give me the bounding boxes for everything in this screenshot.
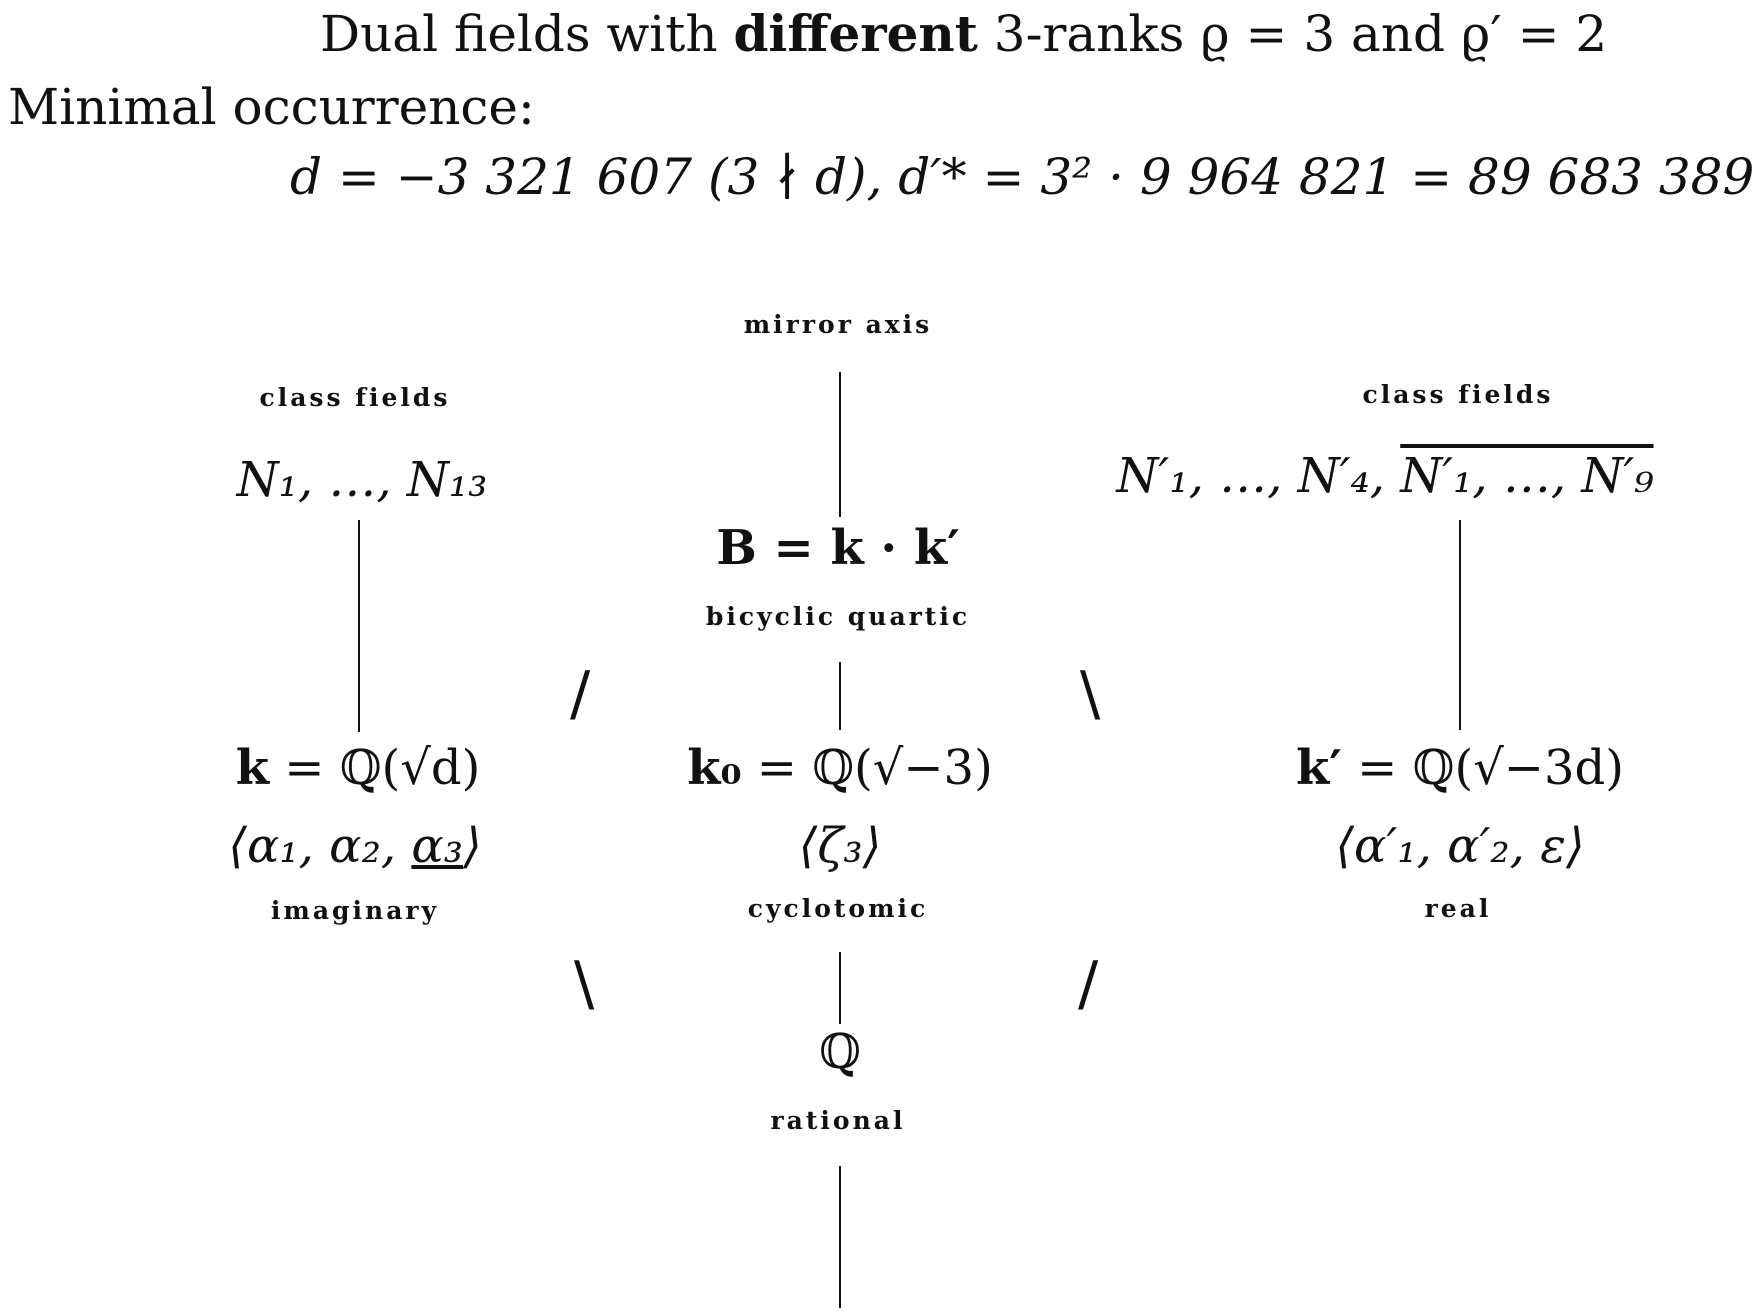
field-k: k = ℚ(√d) xyxy=(236,740,481,796)
minimal-occurrence-label: Minimal occurrence: xyxy=(8,78,535,136)
field-kp-definition: = ℚ(√−3d) xyxy=(1341,740,1624,796)
field-k0-label: cyclotomic xyxy=(747,894,929,923)
discriminant-formula: d = −3 321 607 (3 ∤ d), d′* = 3² · 9 964… xyxy=(290,148,1754,206)
edge-B-k: / xyxy=(570,659,591,729)
mirror-axis-label: mirror axis xyxy=(743,310,933,339)
formula-d: d = −3 321 607 (3 ∤ d), xyxy=(290,148,883,206)
mirror-axis-line-bottom xyxy=(839,1166,841,1308)
field-kp-units: ⟨α′₁, α′₂, ε⟩ xyxy=(1335,818,1585,874)
edge-B-kp: \ xyxy=(1080,659,1101,729)
field-k-units-start: ⟨α₁, α₂, xyxy=(228,818,412,874)
title-prefix: Dual fields with xyxy=(320,5,734,63)
title-suffix: 3-ranks ϱ = 3 and ϱ′ = 2 xyxy=(977,5,1608,63)
class-fields-right-plain: N′₁, …, N′₄, xyxy=(1116,448,1401,504)
class-fields-left: N₁, …, N₁₃ xyxy=(236,452,488,508)
field-kp-name: k′ xyxy=(1296,740,1342,796)
field-k-units-end: ⟩ xyxy=(463,818,482,874)
class-fields-right: N′₁, …, N′₄, N′₁, …, N′₉ xyxy=(1116,448,1653,504)
field-Q-label: rational xyxy=(770,1106,906,1135)
formula-dstar: d′* = 3² · 9 964 821 = 89 683 389 xyxy=(898,148,1755,206)
class-fields-right-overline: N′₁, …, N′₉ xyxy=(1400,448,1654,504)
field-k0-units: ⟨ζ₃⟩ xyxy=(798,818,882,874)
field-k-name: k xyxy=(235,740,269,796)
class-fields-left-label: class fields xyxy=(259,383,451,412)
field-k0-name: k₀ xyxy=(687,740,742,796)
edge-k-Q: \ xyxy=(574,949,595,1019)
bicyclic-field-B: B = k · k′ xyxy=(716,520,960,576)
edge-Nleft-k xyxy=(358,520,360,732)
class-fields-right-label: class fields xyxy=(1362,380,1554,409)
field-k0-definition: = ℚ(√−3) xyxy=(741,740,993,796)
field-Q: ℚ xyxy=(819,1024,861,1080)
field-kp: k′ = ℚ(√−3d) xyxy=(1296,740,1624,796)
field-k0: k₀ = ℚ(√−3) xyxy=(687,740,993,796)
edge-Nright-kp xyxy=(1459,520,1461,730)
field-k-units: ⟨α₁, α₂, α₃⟩ xyxy=(228,818,481,874)
field-kp-label: real xyxy=(1424,894,1492,923)
edge-k0-Q xyxy=(839,952,841,1024)
field-k-label: imaginary xyxy=(270,896,440,925)
bicyclic-quartic-label: bicyclic quartic xyxy=(705,602,971,631)
title-bold: different xyxy=(733,4,978,63)
mirror-axis-line-top xyxy=(839,372,841,517)
edge-B-k0 xyxy=(839,662,841,730)
field-k-units-underlined: α₃ xyxy=(411,818,463,874)
field-k-definition: = ℚ(√d) xyxy=(268,740,481,796)
edge-kp-Q: / xyxy=(1078,949,1099,1019)
diagram-title: Dual fields with different 3-ranks ϱ = 3… xyxy=(320,4,1607,63)
